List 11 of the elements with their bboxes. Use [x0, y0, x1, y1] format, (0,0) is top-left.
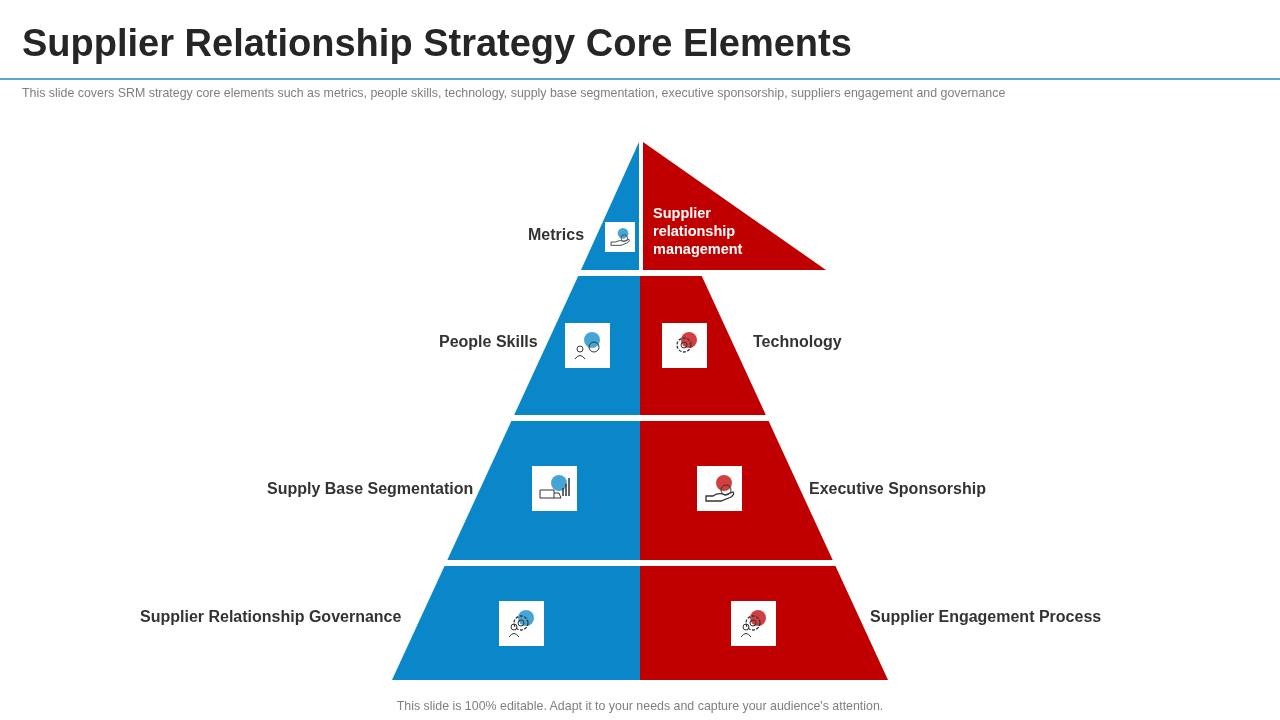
footer-note: This slide is 100% editable. Adapt it to your needs and capture your audience's attention. [395, 699, 885, 713]
slide-title: Supplier Relationship Strategy Core Elements [22, 22, 852, 65]
segment-label: Supply Base Segmentation [267, 479, 474, 499]
segment-label: Technology [753, 332, 842, 352]
segment-label: People Skills [439, 332, 538, 352]
segment-label: Supplier Relationship Governance [140, 607, 402, 627]
subtitle: This slide covers SRM strategy core elements such as metrics, people skills, technology, supply base segmentation, executive sponsorship, suppliers engagement and governance [22, 86, 1006, 100]
segment-label: Supplier Engagement Process [870, 607, 1102, 627]
segment-label: Metrics [528, 225, 585, 245]
segment-title: Supplier relationship management [653, 204, 744, 258]
segment-label: Executive Sponsorship [809, 479, 986, 499]
